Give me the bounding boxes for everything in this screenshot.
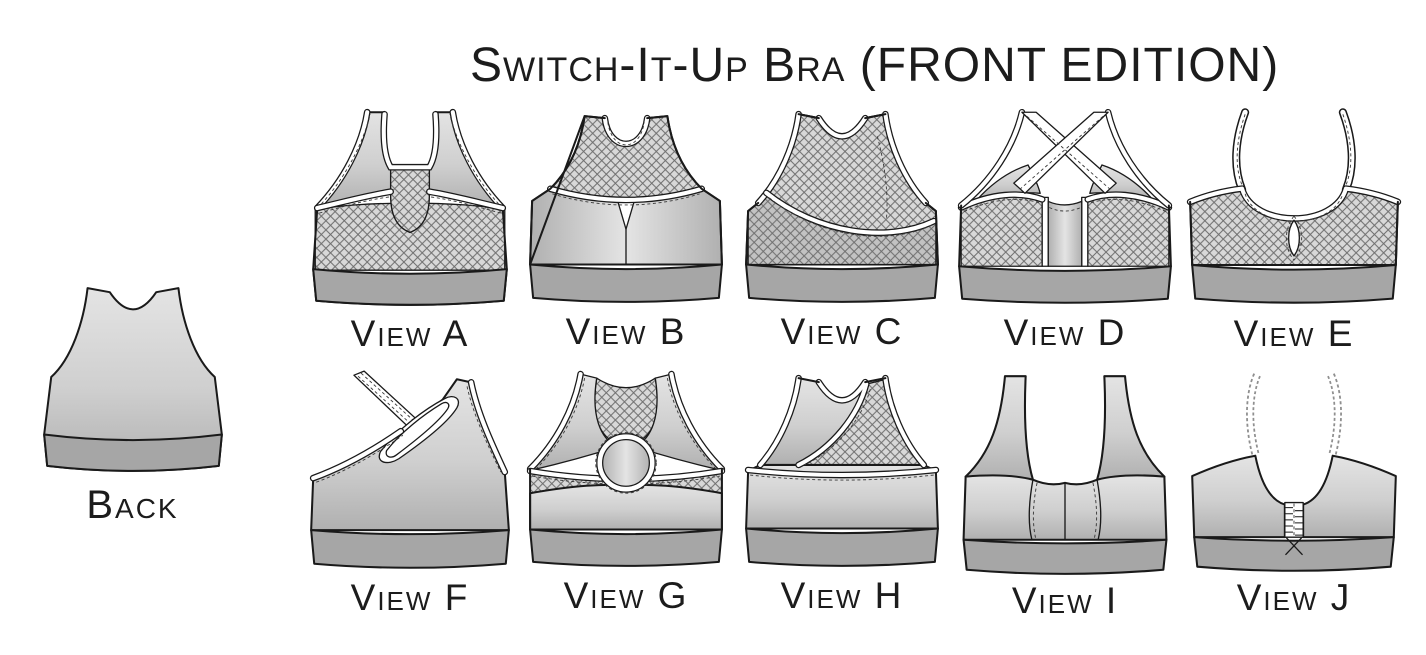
- zipper-stop-x: [1285, 536, 1303, 556]
- view-i-figure: View I: [950, 370, 1180, 619]
- view-g-figure: View G: [519, 370, 733, 614]
- view-b-drawing: [529, 114, 723, 303]
- back-band: [42, 433, 223, 472]
- keyhole-opening: [1287, 219, 1301, 257]
- bottom-band: [745, 263, 939, 303]
- view-g-label: View G: [563, 575, 689, 616]
- view-f-label: View F: [350, 577, 470, 618]
- view-d-label: View D: [1003, 312, 1127, 353]
- view-j-drawing: [1191, 371, 1397, 572]
- bottom-band: [745, 527, 939, 567]
- view-c-label: View C: [780, 311, 904, 352]
- teardrop-opening: [378, 395, 460, 464]
- bottom-band: [529, 528, 723, 567]
- view-a-drawing: [312, 108, 508, 306]
- bottom-band: [1191, 264, 1397, 304]
- view-g-drawing: [526, 370, 726, 567]
- back-figure: Back: [25, 278, 240, 525]
- bottom-band: [310, 529, 510, 569]
- center-panel: [1047, 200, 1083, 267]
- view-c-drawing: [745, 110, 939, 303]
- right-cup: [1302, 454, 1397, 539]
- view-i-label: View I: [1011, 580, 1119, 621]
- page-title: Switch-It-Up Bra (FRONT EDITION): [470, 39, 1280, 92]
- trim-strip: [1081, 196, 1089, 267]
- back-drawing: [42, 287, 223, 472]
- view-h-drawing: [744, 374, 940, 567]
- view-h-label: View H: [780, 575, 904, 616]
- bottom-band: [1193, 536, 1395, 572]
- view-e-drawing: [1186, 108, 1402, 304]
- bottom-band: [529, 263, 723, 303]
- view-i-drawing: [962, 375, 1168, 575]
- bottom-band: [958, 265, 1172, 304]
- back-label: Back: [86, 483, 179, 527]
- view-a-figure: View A: [302, 106, 518, 352]
- trim-strip: [1041, 196, 1049, 267]
- view-b-label: View B: [565, 311, 687, 352]
- view-f-figure: View F: [302, 370, 518, 616]
- view-d-figure: View D: [950, 106, 1180, 351]
- view-c-figure: View C: [735, 106, 949, 350]
- strap: [1096, 375, 1166, 481]
- view-f-drawing: [309, 370, 510, 569]
- left-cup: [1191, 454, 1286, 539]
- strap: [1232, 108, 1356, 194]
- view-j-figure: View J: [1181, 370, 1407, 616]
- elastic-strap: [1246, 372, 1342, 455]
- bottom-band: [312, 268, 508, 306]
- view-b-figure: View B: [519, 106, 733, 350]
- view-d-drawing: [957, 108, 1173, 304]
- center-mesh-panel: [389, 166, 431, 234]
- view-h-figure: View H: [735, 370, 949, 614]
- view-a-label: View A: [350, 313, 470, 354]
- view-j-label: View J: [1236, 577, 1352, 618]
- view-e-label: View E: [1233, 313, 1355, 354]
- strap: [964, 375, 1034, 481]
- bottom-band: [962, 538, 1168, 575]
- view-e-figure: View E: [1181, 106, 1407, 352]
